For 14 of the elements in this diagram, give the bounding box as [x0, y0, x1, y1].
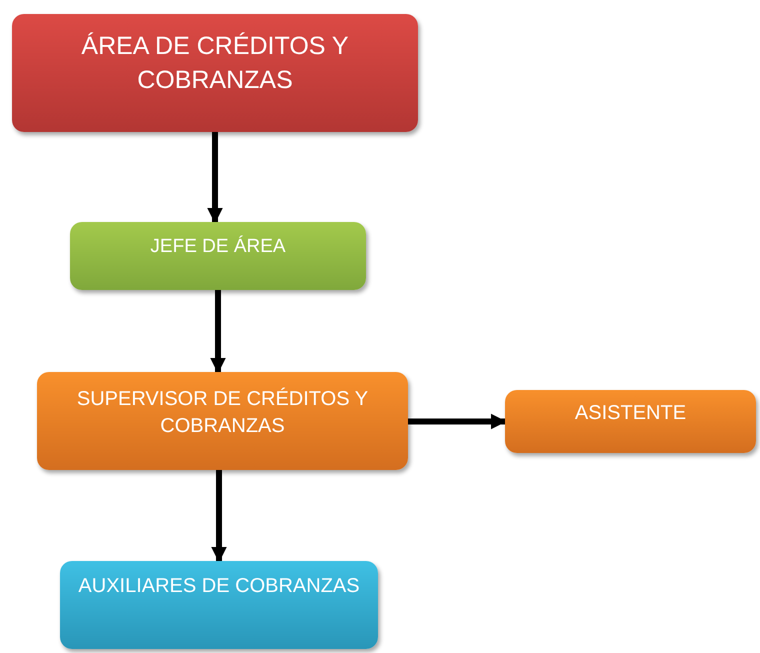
org-box	[70, 222, 366, 290]
box-label: ASISTENTE	[574, 401, 688, 426]
box-label: AUXILIARES DE COBRANZAS	[77, 574, 361, 599]
box-label: ÁREA DE CRÉDITOS Y COBRANZAS	[80, 31, 350, 96]
org-box	[37, 372, 408, 470]
org-box	[60, 561, 378, 649]
arrow	[210, 290, 226, 374]
org-box	[505, 390, 756, 453]
arrow	[207, 132, 223, 224]
box-label: SUPERVISOR DE CRÉDITOS Y COBRANZAS	[76, 386, 370, 439]
arrow	[408, 414, 507, 430]
arrow	[211, 470, 227, 563]
org-box	[12, 14, 418, 132]
box-label: JEFE DE ÁREA	[149, 234, 287, 259]
